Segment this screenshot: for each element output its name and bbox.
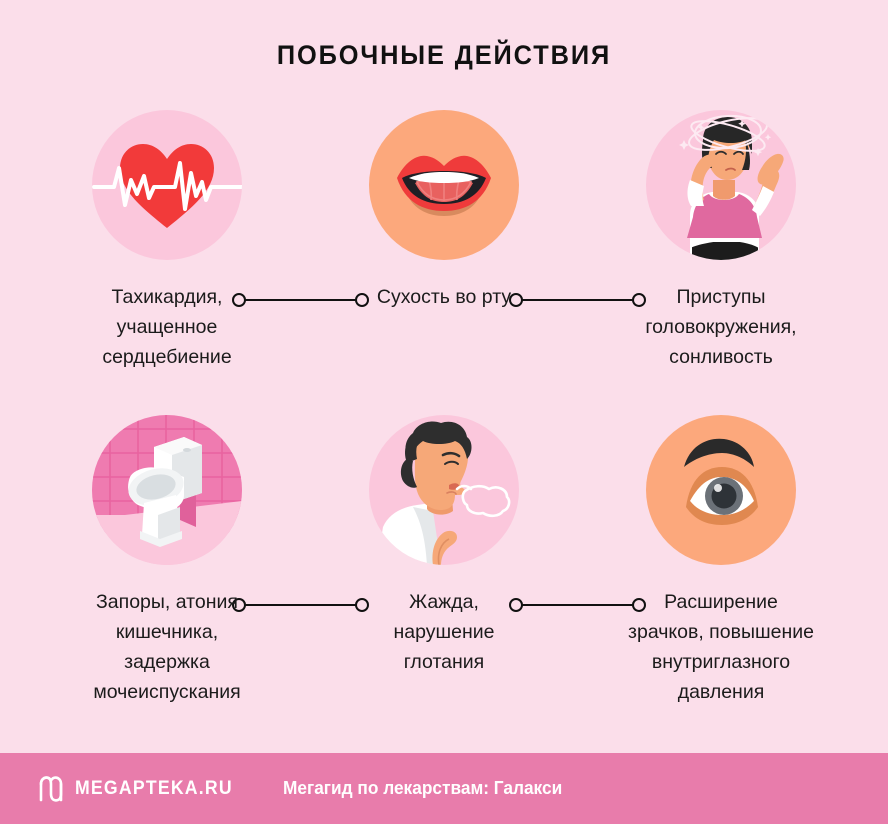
footer-tagline: Мегагид по лекарствам: Галакси [282, 778, 562, 798]
connector-dot-left [509, 598, 523, 612]
open-mouth-icon [397, 155, 491, 216]
circle-background-pink [646, 110, 796, 260]
icon-circle [92, 415, 242, 565]
connector-2-3 [509, 293, 646, 307]
connector-4-5 [232, 598, 369, 612]
icon-circle [646, 110, 796, 260]
connector-line [515, 299, 640, 301]
circle-background-orange [369, 110, 519, 260]
connector-line [515, 604, 640, 606]
side-effects-row-2: Запоры, атония кишечника, задержка мочеи… [0, 415, 888, 703]
side-effect-item-dry-mouth: Сухость во рту [296, 110, 592, 390]
connector-dot-right [355, 293, 369, 307]
page-title: ПОБОЧНЫЕ ДЕЙСТВИЯ [276, 40, 612, 70]
circle-background-pink [92, 415, 242, 565]
connector-line [238, 299, 363, 301]
connector-dot-left [232, 598, 246, 612]
connector-1-2 [232, 293, 369, 307]
side-effect-caption: Расширение зрачков, повышение внутриглаз… [628, 591, 814, 703]
man-breathing-icon [377, 421, 511, 565]
side-effect-caption: Жажда, нарушение глотания [393, 591, 495, 673]
icon-circle [369, 110, 519, 260]
connector-5-6 [509, 598, 646, 612]
side-effect-item-tachycardia: Тахикардия, учащенное сердцебиение [19, 110, 315, 390]
side-effect-item-thirst: Жажда, нарушение глотания [296, 415, 592, 695]
footer-bar: MEGAPTEKA.RU Мегагид по лекарствам: Гала… [0, 753, 888, 824]
toilet-icon [92, 415, 242, 565]
side-effect-caption: Запоры, атония кишечника, задержка мочеи… [93, 591, 241, 703]
circle-background-pink [369, 415, 519, 565]
side-effect-item-dizziness: Приступы головокружения, сонливость [573, 110, 869, 390]
heart-pulse-icon [92, 144, 242, 228]
connector-dot-right [355, 598, 369, 612]
side-effect-item-pupil-dilation: Расширение зрачков, повышение внутриглаз… [573, 415, 869, 703]
megapteka-m-logo-icon [39, 775, 63, 802]
dizzy-woman-icon [679, 114, 784, 260]
connector-dot-right [632, 293, 646, 307]
icon-circle [646, 415, 796, 565]
side-effect-caption: Сухость во рту [376, 286, 512, 308]
footer-brand-name: MEGAPTEKA.RU [75, 777, 233, 799]
side-effects-row-1: Тахикардия, учащенное сердцебиение [0, 110, 888, 390]
connector-dot-left [509, 293, 523, 307]
icon-circle [92, 110, 242, 260]
side-effect-caption: Тахикардия, учащенное сердцебиение [102, 286, 232, 368]
dilated-eye-icon [684, 438, 758, 525]
icon-circle [369, 415, 519, 565]
circle-background-orange [646, 415, 796, 565]
circle-background-pink [92, 110, 242, 260]
connector-dot-right [632, 598, 646, 612]
side-effect-item-constipation: Запоры, атония кишечника, задержка мочеи… [19, 415, 315, 703]
side-effect-caption: Приступы головокружения, сонливость [645, 286, 797, 368]
connector-line [238, 604, 363, 606]
connector-dot-left [232, 293, 246, 307]
